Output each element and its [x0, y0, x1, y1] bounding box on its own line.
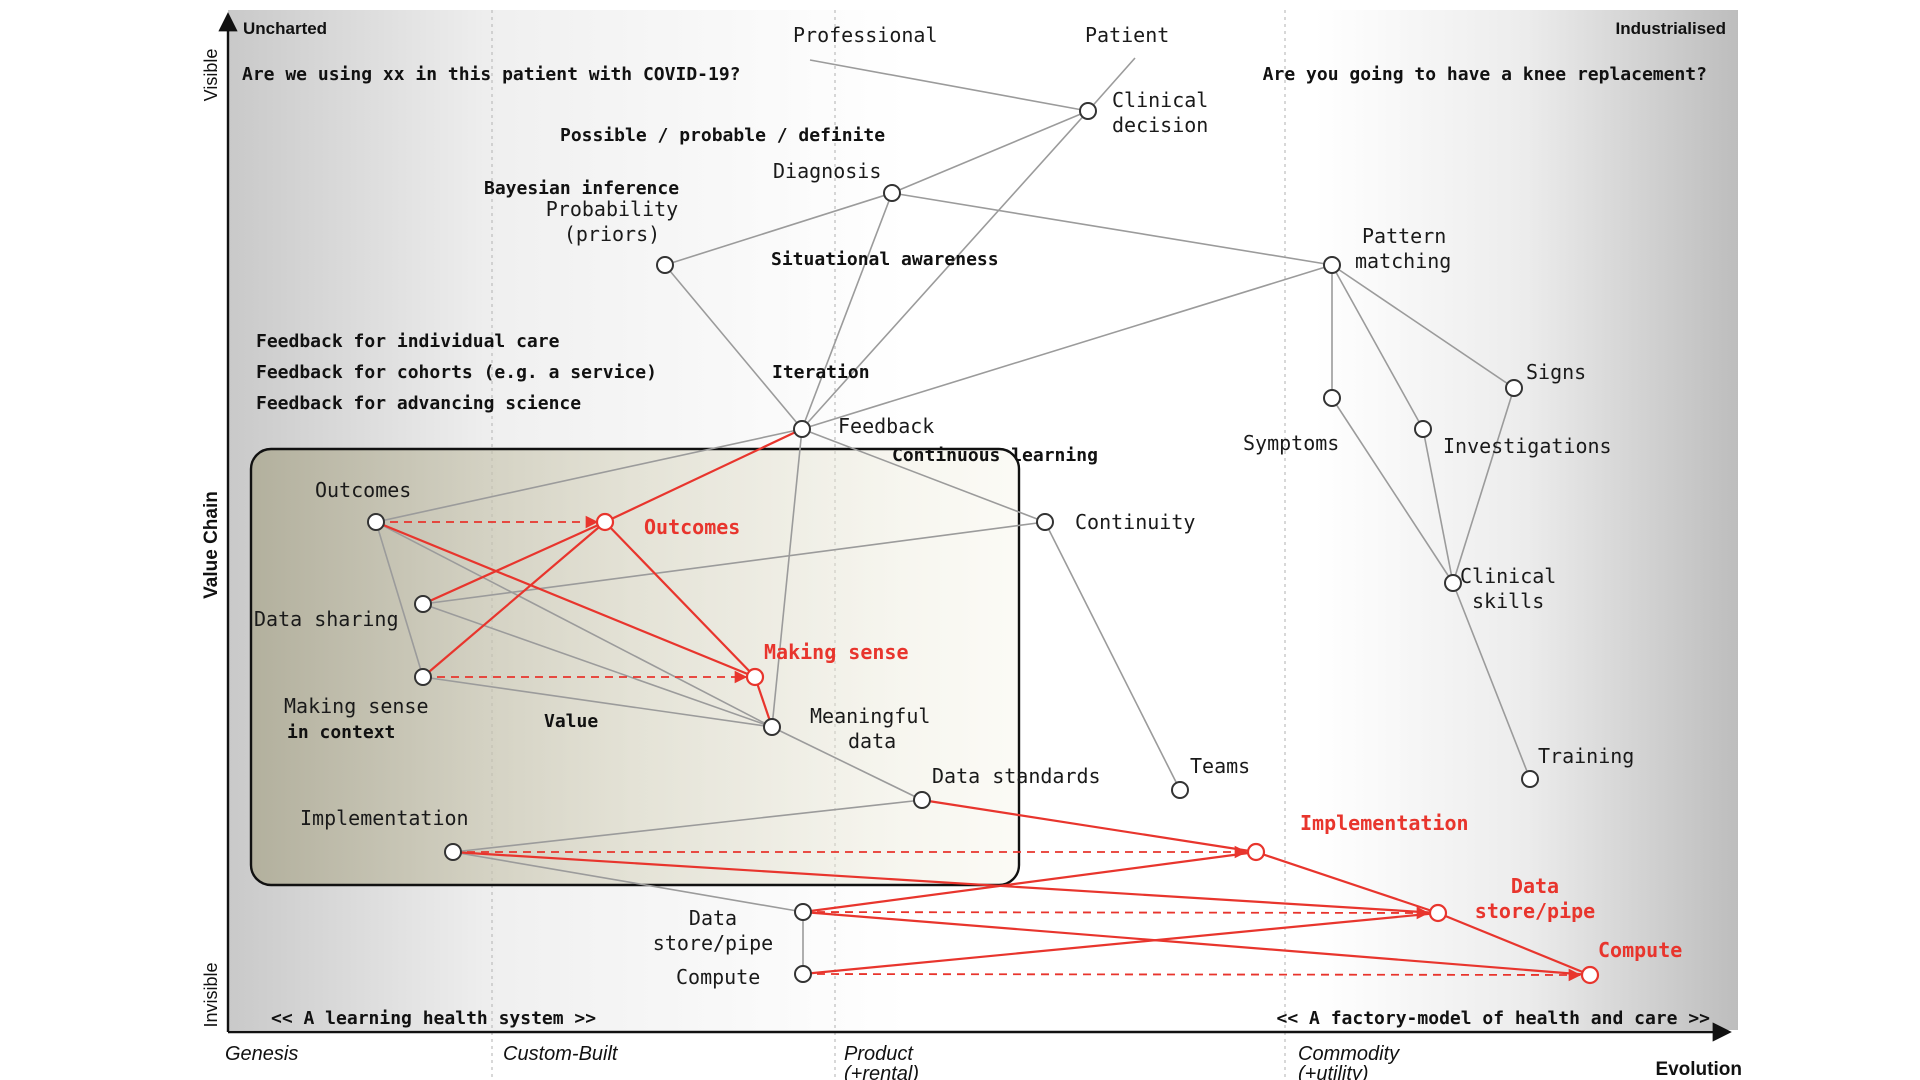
node-investigations[interactable] [1414, 420, 1432, 438]
stage-commodity-sub: (+utility) [1298, 1063, 1369, 1080]
annotation-situational: Situational awareness [771, 249, 999, 270]
label-pattern-matching-1: Pattern [1362, 224, 1446, 248]
annotation-factory-model: << A factory-model of health and care >> [1277, 1008, 1711, 1029]
node-symptoms[interactable] [1323, 389, 1341, 407]
node-data-sharing[interactable] [414, 595, 432, 613]
question-right: Are you going to have a knee replacement… [1263, 64, 1707, 85]
annotation-continuous-learning: Continuous learning [892, 445, 1098, 466]
question-left: Are we using xx in this patient with COV… [242, 64, 741, 85]
stage-product-sub: (+rental) [844, 1063, 919, 1080]
label-meaningful-data-2: data [848, 729, 896, 753]
label-meaningful-data-1: Meaningful [810, 704, 930, 728]
red-links [375, 428, 1591, 977]
node-probability[interactable] [656, 256, 674, 274]
label-diagnosis: Diagnosis [773, 159, 881, 183]
label-clinical-skills-2: skills [1472, 589, 1544, 613]
label-evolved-outcomes: Outcomes [644, 515, 740, 539]
annotation-value: Value [544, 711, 598, 732]
corner-uncharted: Uncharted [243, 19, 327, 38]
y-axis-label: Value Chain [201, 491, 222, 599]
node-pattern-matching[interactable] [1323, 256, 1341, 274]
node-making-sense-in-context[interactable] [414, 668, 432, 686]
node-evolved-compute[interactable] [1580, 965, 1600, 985]
label-data-store-1: Data [689, 906, 737, 930]
stage-custom-built: Custom-Built [503, 1043, 619, 1065]
label-data-store-2: store/pipe [653, 931, 773, 955]
label-data-sharing: Data sharing [254, 607, 399, 631]
node-evolved-implementation[interactable] [1246, 842, 1266, 862]
node-evolved-data-store[interactable] [1428, 903, 1448, 923]
label-compute: Compute [676, 965, 760, 989]
annotation-feedback-science: Feedback for advancing science [256, 393, 581, 414]
corner-industrialised: Industrialised [1615, 19, 1726, 38]
x-axis-label: Evolution [1655, 1059, 1742, 1080]
label-pattern-matching-2: matching [1355, 249, 1451, 273]
node-signs[interactable] [1505, 379, 1523, 397]
annotation-bayesian: Bayesian inference [484, 178, 679, 199]
stage-product: Product [844, 1043, 914, 1065]
evolution-arrows [376, 515, 1582, 982]
label-teams: Teams [1190, 754, 1250, 778]
label-making-sense-context-2: in context [287, 722, 395, 743]
node-meaningful-data[interactable] [763, 718, 781, 736]
learning-system-highlight-box [249, 447, 1021, 887]
annotation-possible: Possible / probable / definite [560, 125, 885, 146]
node-clinical-decision[interactable] [1079, 102, 1097, 120]
node-evolved-making-sense[interactable] [745, 667, 765, 687]
node-data-store[interactable] [794, 903, 812, 921]
node-clinical-skills[interactable] [1444, 574, 1462, 592]
node-data-standards[interactable] [913, 791, 931, 809]
node-diagnosis[interactable] [883, 184, 901, 202]
label-signs: Signs [1526, 360, 1586, 384]
node-implementation[interactable] [444, 843, 462, 861]
y-axis-top-label: Visible [201, 49, 221, 102]
node-feedback[interactable] [793, 420, 811, 438]
stage-genesis: Genesis [225, 1043, 298, 1065]
label-making-sense-context-1: Making sense [284, 694, 429, 718]
label-clinical-decision-1: Clinical [1112, 88, 1208, 112]
label-investigations: Investigations [1443, 434, 1612, 458]
node-training[interactable] [1521, 770, 1539, 788]
component-nodes [367, 102, 1600, 985]
stage-commodity: Commodity [1298, 1043, 1400, 1065]
node-evolved-outcomes[interactable] [595, 512, 615, 532]
label-feedback: Feedback [838, 414, 934, 438]
label-data-standards: Data standards [932, 764, 1101, 788]
label-continuity: Continuity [1075, 510, 1195, 534]
label-evolved-compute: Compute [1598, 938, 1682, 962]
label-evolved-making-sense: Making sense [764, 640, 909, 664]
annotation-learning-health-system: << A learning health system >> [271, 1008, 596, 1029]
label-symptoms: Symptoms [1243, 431, 1339, 455]
node-teams[interactable] [1171, 781, 1189, 799]
label-implementation: Implementation [300, 806, 469, 830]
grey-links [375, 57, 1531, 974]
user-professional: Professional [793, 23, 938, 47]
label-evolved-data-store-2: store/pipe [1475, 899, 1595, 923]
node-outcomes[interactable] [367, 513, 385, 531]
label-evolved-data-store-1: Data [1511, 874, 1559, 898]
label-training: Training [1538, 744, 1634, 768]
annotation-feedback-cohorts: Feedback for cohorts (e.g. a service) [256, 362, 657, 383]
label-clinical-skills-1: Clinical [1460, 564, 1556, 588]
y-axis-bottom-label: Invisible [201, 962, 221, 1027]
label-probability-1: Probability [546, 197, 678, 221]
annotation-iteration: Iteration [772, 362, 870, 383]
label-evolved-implementation: Implementation [1300, 811, 1469, 835]
user-patient: Patient [1085, 23, 1169, 47]
label-outcomes: Outcomes [315, 478, 411, 502]
label-clinical-decision-2: decision [1112, 113, 1208, 137]
node-continuity[interactable] [1036, 513, 1054, 531]
annotation-feedback-individual: Feedback for individual care [256, 331, 560, 352]
label-probability-2: (priors) [564, 222, 660, 246]
node-compute[interactable] [794, 965, 812, 983]
